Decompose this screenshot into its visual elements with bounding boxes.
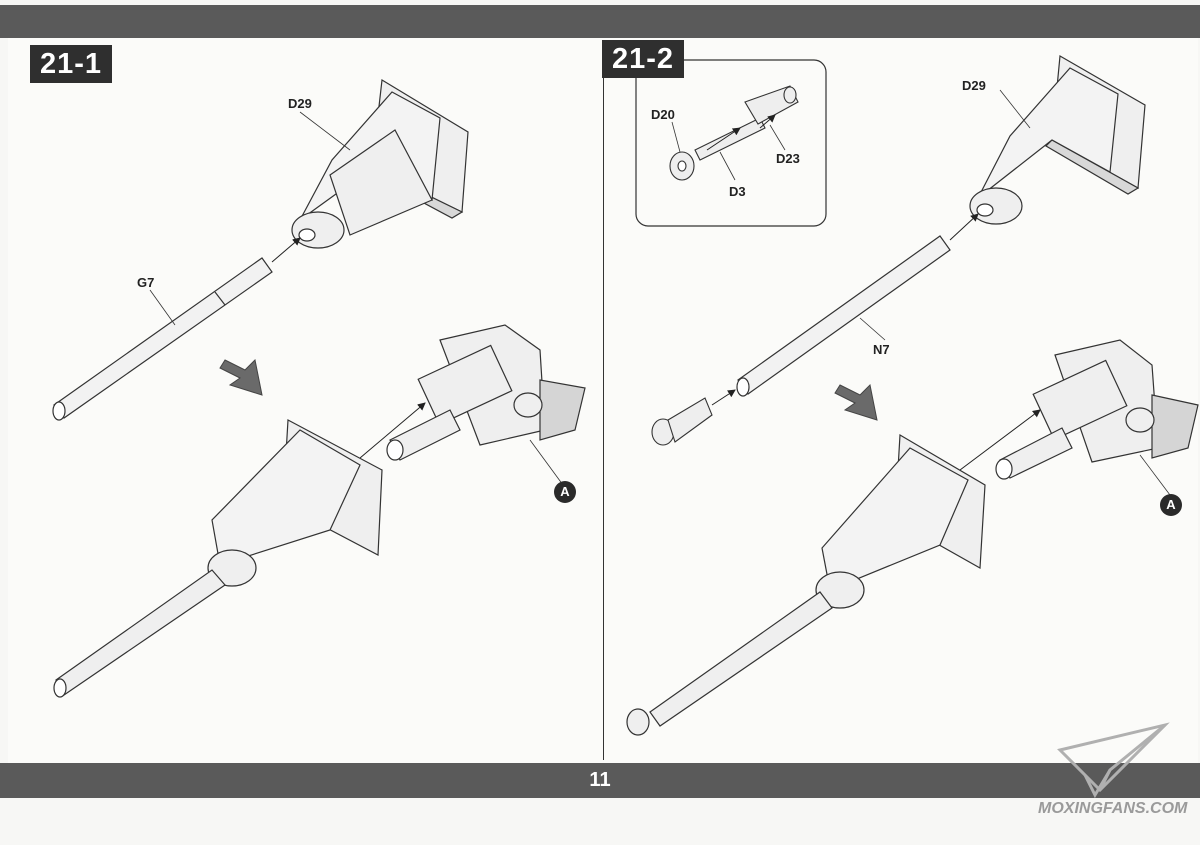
part-label-n7: N7	[873, 342, 890, 357]
part-label-d3: D3	[729, 184, 746, 199]
step-label-right: 21-2	[602, 40, 685, 78]
step-label-left: 21-1	[30, 45, 113, 83]
direction-arrow-right	[834, 383, 878, 421]
header-bar	[0, 5, 1200, 38]
callout-a-right: A	[1160, 494, 1182, 516]
n7-barrel	[736, 235, 951, 397]
part-label-d20: D20	[651, 107, 675, 122]
part-label-d29-left: D29	[288, 96, 312, 111]
footer-bar	[0, 763, 1200, 798]
d29-mantlet-top-right	[969, 55, 1146, 225]
watermark-text: MOXINGFANS.COM	[1038, 800, 1188, 817]
breech-assembly-right	[995, 339, 1199, 480]
muzzle-brake-assembled	[651, 397, 713, 446]
part-label-d23: D23	[776, 151, 800, 166]
gun-assembled-left	[53, 419, 383, 698]
part-label-g7: G7	[137, 275, 155, 290]
panel-divider	[603, 40, 604, 760]
callout-a-left: A	[554, 481, 576, 503]
paper-plane-logo-icon	[1057, 722, 1170, 799]
page-number: 11	[589, 769, 611, 791]
gun-assembled-right	[626, 433, 986, 736]
d29-mantlet-top-left	[291, 79, 469, 249]
part-label-d29-right: D29	[962, 78, 986, 93]
direction-arrow-left	[219, 358, 263, 396]
g7-barrel	[52, 257, 273, 421]
breech-assembly-left	[386, 324, 586, 461]
